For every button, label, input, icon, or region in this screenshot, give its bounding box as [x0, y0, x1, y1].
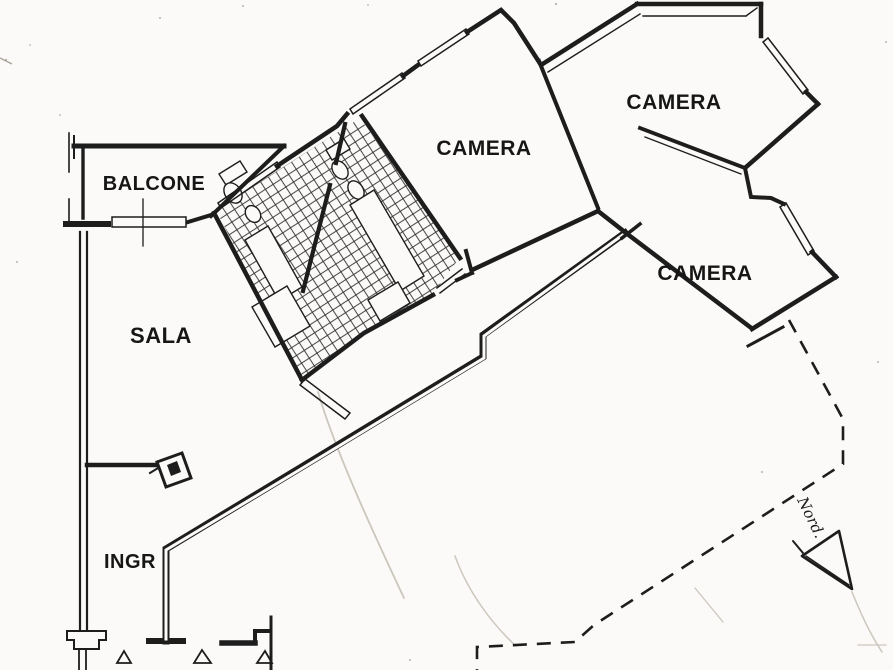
north-label: Nord. — [793, 493, 829, 541]
exterior-walls — [273, 0, 840, 349]
room-label-camera-2: CAMERA — [626, 91, 721, 114]
property-boundary-dashed — [475, 319, 845, 670]
north-arrow-icon — [792, 529, 854, 591]
room-label-camera-1: CAMERA — [436, 137, 531, 160]
room-label-balcone: BALCONE — [103, 173, 205, 195]
interior-walls — [210, 58, 754, 384]
left-wing-walls — [63, 132, 287, 670]
corridor-wall — [146, 228, 630, 645]
door-marker-triangle — [115, 648, 274, 664]
bottom-wall-fragments — [219, 615, 273, 670]
window-sills — [111, 27, 816, 421]
room-label-camera-3: CAMERA — [657, 262, 752, 285]
room-label-sala: SALA — [130, 323, 192, 348]
room-label-ingr: INGR — [104, 551, 156, 573]
pencil-marks — [317, 391, 887, 653]
entry-door-symbol — [155, 451, 193, 489]
paper-speckles — [0, 2, 887, 661]
